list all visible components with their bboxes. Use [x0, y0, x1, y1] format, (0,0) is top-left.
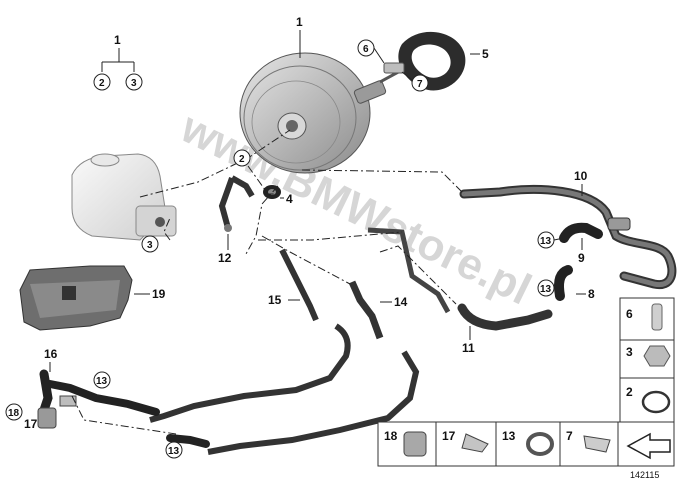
legend-2: 2	[626, 385, 633, 399]
callout-2-mid: 2	[239, 154, 245, 165]
vacuum-hose-11	[457, 303, 553, 331]
diagram-number: 142115	[630, 470, 659, 480]
vacuum-pipe-14	[348, 227, 451, 340]
callout-13-upper: 13	[540, 236, 552, 247]
callout-3-top: 3	[131, 78, 137, 89]
callout-4: 4	[286, 192, 293, 206]
nut-icon	[643, 345, 671, 367]
callout-13-lower-left: 13	[96, 376, 108, 387]
callout-7: 7	[417, 79, 423, 90]
callout-8: 8	[588, 287, 595, 301]
vacuum-hose-9	[559, 222, 603, 243]
leader-lines	[71, 129, 465, 435]
legend-3: 3	[626, 345, 633, 359]
arrow-indicator-icon	[626, 432, 671, 460]
callout-14: 14	[394, 295, 408, 309]
callout-18: 18	[8, 408, 20, 419]
legend-bottom-row: 18 17 13 7	[377, 421, 675, 467]
brake-booster	[239, 52, 403, 174]
callout-10: 10	[574, 169, 588, 183]
vacuum-hose-8	[554, 265, 573, 301]
callout-19: 19	[152, 287, 166, 301]
legend-7: 7	[566, 429, 573, 443]
spring-clip-icon	[583, 435, 611, 453]
callout-16: 16	[44, 347, 58, 361]
callout-1-booster: 1	[296, 15, 303, 29]
legend-18: 18	[384, 429, 398, 443]
bracket-icon	[461, 433, 489, 453]
callout-11: 11	[462, 341, 475, 355]
vacuum-pipe-15	[279, 248, 319, 322]
vacuum-line-lower	[46, 323, 420, 455]
vacuum-pipe-check-valve	[218, 175, 255, 232]
pressure-sensor	[37, 369, 77, 429]
callout-17: 17	[24, 417, 38, 431]
hose-clamp-icon	[526, 432, 554, 456]
callout-15: 15	[268, 293, 282, 307]
brake-fluid-reservoir	[71, 153, 177, 241]
vacuum-hose-10	[459, 184, 677, 290]
legend-13: 13	[502, 429, 516, 443]
callout-2-top: 2	[99, 78, 105, 89]
legend-17: 17	[442, 429, 456, 443]
grommet	[263, 185, 281, 199]
booster-gasket	[398, 31, 466, 91]
o-ring-icon	[641, 390, 671, 414]
callout-12: 12	[218, 251, 232, 265]
callout-13-right: 13	[540, 284, 552, 295]
legend-6: 6	[626, 307, 633, 321]
pin-icon	[651, 303, 663, 331]
callout-13-lower: 13	[168, 446, 180, 457]
callout-group-1: 1 2 3	[93, 33, 143, 91]
clevis-pin	[383, 62, 405, 74]
callout-5: 5	[482, 47, 489, 61]
callout-1-top: 1	[114, 33, 121, 47]
callout-9: 9	[578, 251, 585, 265]
callout-6: 6	[363, 44, 369, 55]
legend-right-column: 6 3 2	[619, 297, 675, 423]
clip-icon	[403, 431, 427, 457]
callout-3-reservoir: 3	[147, 240, 153, 251]
heat-shield	[19, 265, 133, 331]
